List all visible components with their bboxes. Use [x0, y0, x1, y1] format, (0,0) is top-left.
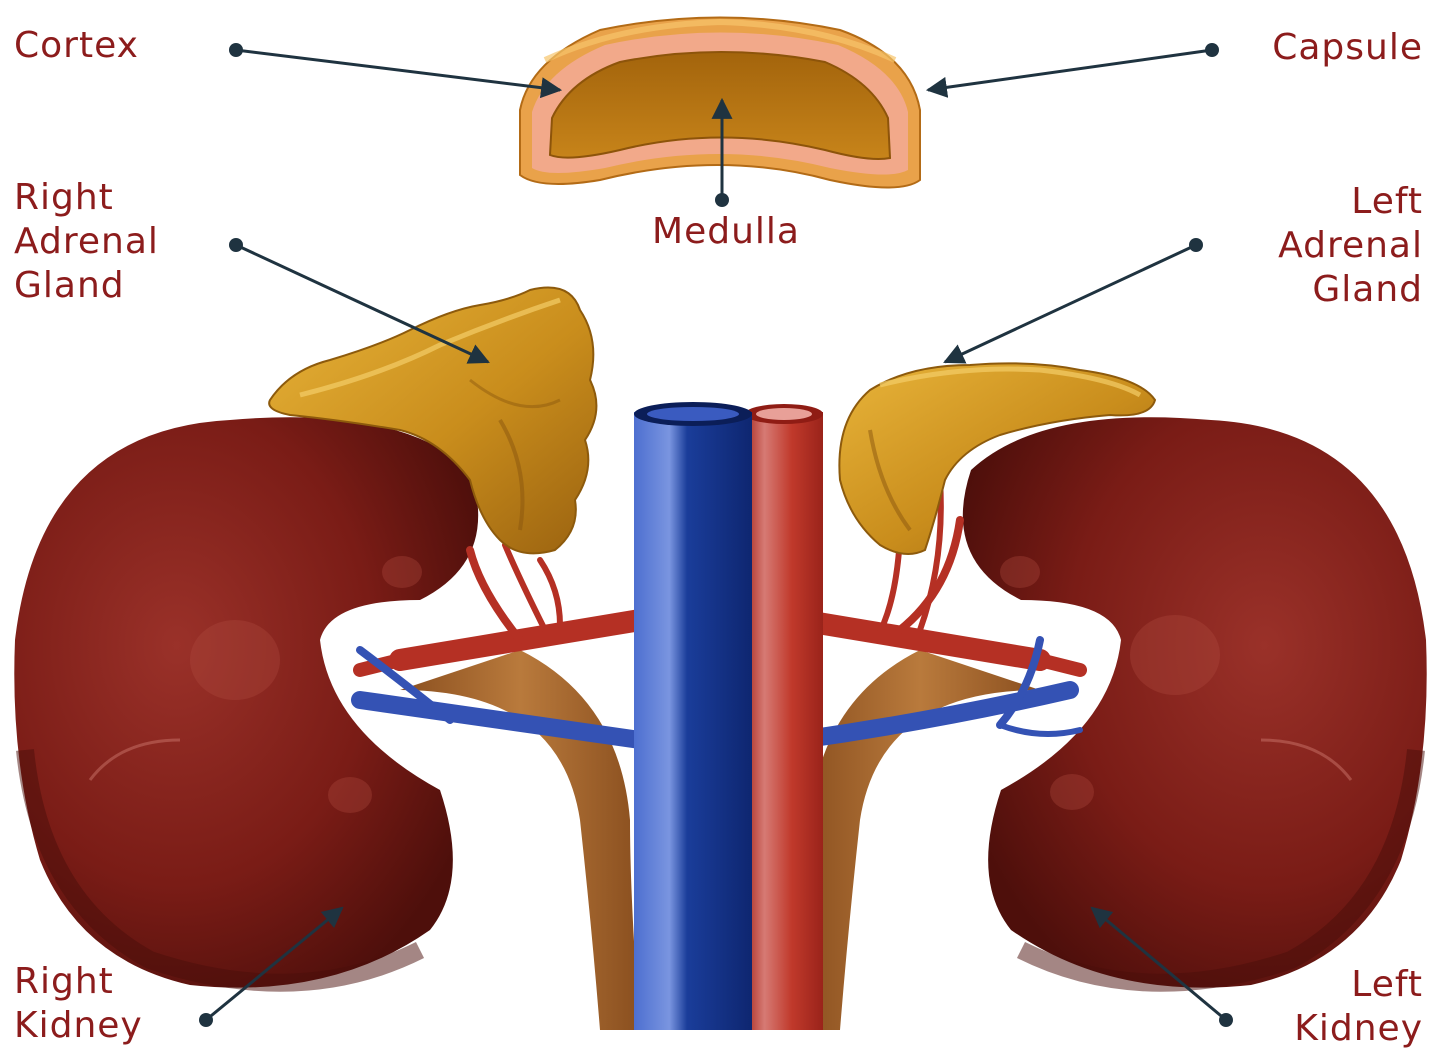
label-right-adrenal-gland: Right Adrenal Gland [14, 176, 159, 308]
label-right-kidney: Right Kidney [14, 960, 143, 1048]
pointer-right-adrenal [236, 245, 488, 362]
label-left-kidney-line1: Left [1294, 963, 1423, 1007]
label-cortex: Cortex [14, 24, 139, 68]
label-left-adrenal-gland: Left Adrenal Gland [1278, 180, 1423, 312]
label-right-kidney-line1: Right [14, 960, 143, 1004]
label-right-adrenal-line2: Adrenal [14, 220, 159, 264]
aorta [745, 404, 823, 1030]
pointer-left-adrenal [945, 245, 1196, 362]
label-right-adrenal-line3: Gland [14, 264, 159, 308]
label-medulla: Medulla [634, 210, 818, 254]
inferior-vena-cava [634, 402, 752, 1030]
label-right-adrenal-line1: Right [14, 176, 159, 220]
label-left-adrenal-line3: Gland [1278, 268, 1423, 312]
pointer-capsule [928, 50, 1212, 90]
label-capsule-text: Capsule [1272, 26, 1423, 70]
label-right-kidney-line2: Kidney [14, 1004, 143, 1048]
label-cortex-text: Cortex [14, 24, 139, 68]
label-left-kidney: Left Kidney [1294, 963, 1423, 1051]
label-capsule: Capsule [1272, 26, 1423, 70]
label-left-adrenal-line1: Left [1278, 180, 1423, 224]
label-left-adrenal-line2: Adrenal [1278, 224, 1423, 268]
label-medulla-text: Medulla [634, 210, 818, 254]
label-left-kidney-line2: Kidney [1294, 1007, 1423, 1051]
adrenal-cross-section [520, 18, 920, 188]
pointer-cortex [236, 50, 560, 90]
